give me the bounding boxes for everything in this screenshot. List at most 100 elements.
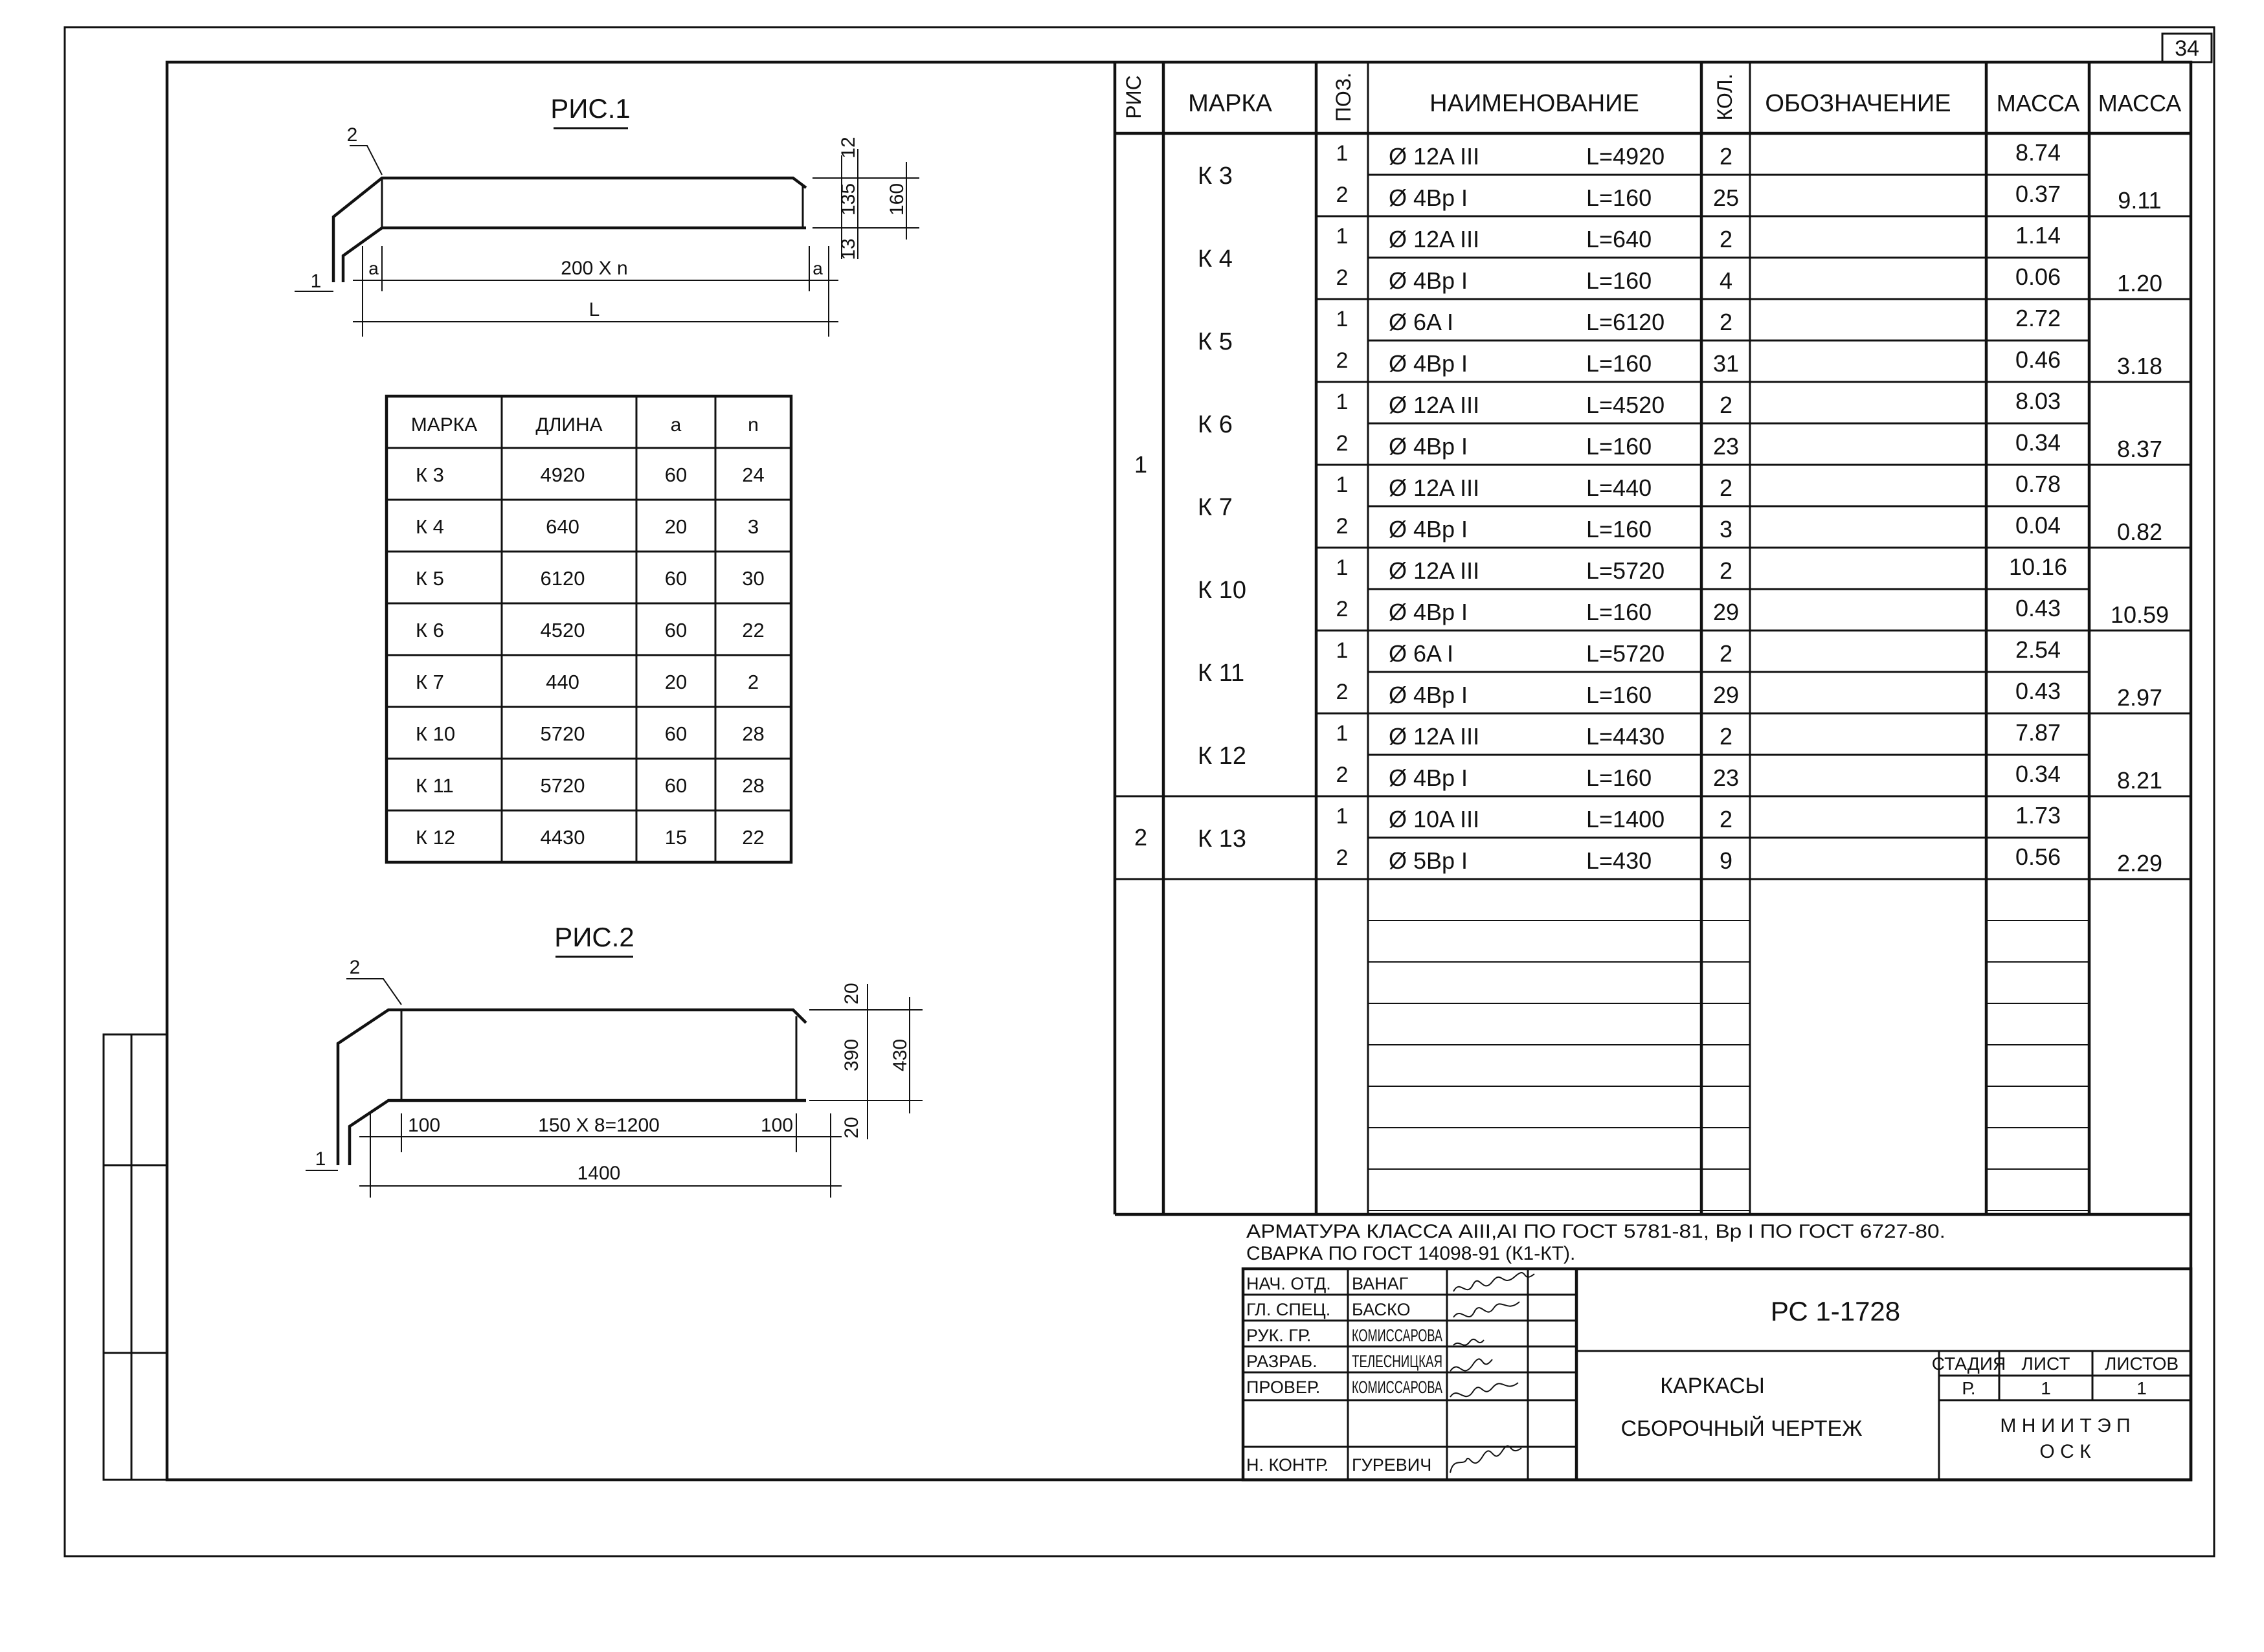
spec-marka: К 5 [1198, 328, 1233, 355]
spec-unit-mass: 1.73 [2015, 802, 2061, 829]
spec-group-total-mass: 10.59 [2111, 601, 2169, 628]
signatures [1450, 1272, 1535, 1473]
small-table-cell: 3 [748, 515, 759, 538]
spec-unit-mass: 0.56 [2015, 843, 2061, 870]
spec-unit-mass: 0.78 [2015, 471, 2061, 497]
small-table-cell: 22 [742, 619, 764, 642]
small-table-cell: 2 [748, 671, 759, 693]
spec-poz: 1 [1336, 721, 1349, 746]
spec-rebar-name: Ø 12A III [1389, 723, 1479, 750]
spec-rebar-length: L=160 [1586, 433, 1652, 460]
spec-ris-2: 2 [1134, 824, 1147, 851]
spec-unit-mass: 1.14 [2015, 222, 2061, 249]
spec-rebar-length: L=6120 [1586, 309, 1664, 335]
tb-name: ТЕЛЕСНИЦКАЯ [1352, 1352, 1442, 1371]
spec-rebar-length: L=4430 [1586, 723, 1664, 750]
sheets-label: ЛИСТОВ [2105, 1354, 2179, 1374]
small-table-cell: 22 [742, 826, 764, 849]
spec-rebar-length: L=160 [1586, 350, 1652, 377]
tb-role: РУК. ГР. [1246, 1326, 1311, 1345]
org-line-2: О С К [2039, 1441, 2091, 1462]
tb-role: ГЛ. СПЕЦ. [1246, 1300, 1330, 1319]
spec-unit-mass: 10.16 [2009, 553, 2067, 580]
small-table-cell: 28 [742, 774, 764, 797]
spec-marka: К 12 [1198, 742, 1246, 770]
small-table-cell: 60 [665, 619, 687, 642]
small-table-cell: 20 [665, 515, 687, 538]
spec-rebar-length: L=160 [1586, 599, 1652, 625]
small-table-header: n [748, 414, 759, 436]
spec-rebar-name: Ø 4Bp I [1389, 682, 1468, 708]
sheets-value: 1 [2136, 1378, 2147, 1398]
spec-poz: 2 [1336, 431, 1349, 456]
spec-header-oboz: ОБОЗНАЧЕНИЕ [1765, 90, 1951, 117]
small-table-cell: 5720 [541, 774, 585, 797]
spec-kol: 25 [1713, 184, 1739, 211]
fig1-dim-a-right: a [813, 258, 823, 278]
small-table-header: a [671, 414, 682, 436]
sheet-label: ЛИСТ [2022, 1354, 2070, 1374]
spec-unit-mass: 2.54 [2015, 636, 2061, 663]
spec-kol: 2 [1720, 640, 1732, 667]
tb-role: ПРОВЕР. [1246, 1378, 1320, 1397]
stage-label: СТАДИЯ [1932, 1354, 2006, 1374]
drawing-name-2: СБОРОЧНЫЙ ЧЕРТЕЖ [1620, 1416, 1862, 1441]
spec-rebar-name: Ø 12A III [1389, 392, 1479, 418]
spec-ris-1: 1 [1134, 451, 1147, 478]
spec-rebar-name: Ø 6A I [1389, 640, 1453, 667]
spec-kol: 23 [1713, 433, 1739, 460]
org-line-1: М Н И И Т Э П [2000, 1415, 2130, 1436]
spec-rebar-length: L=4520 [1586, 392, 1664, 418]
note-line-1: АРМАТУРА КЛАССА AIII,AI ПО ГОСТ 5781-81,… [1246, 1221, 1945, 1242]
spec-unit-mass: 0.34 [2015, 429, 2061, 456]
spec-rebar-length: L=160 [1586, 184, 1652, 211]
spec-unit-mass: 8.74 [2015, 139, 2061, 166]
spec-group-total-mass: 2.29 [2117, 850, 2162, 876]
spec-rebar-length: L=160 [1586, 267, 1652, 294]
spec-poz: 1 [1336, 638, 1349, 663]
small-table-cell: 4520 [541, 619, 585, 642]
spec-marka: К 4 [1198, 245, 1233, 273]
spec-rebar-name: Ø 12A III [1389, 557, 1479, 584]
tb-role: Н. КОНТР. [1246, 1455, 1328, 1475]
spec-group-total-mass: 8.21 [2117, 767, 2162, 794]
fig2-pos1: 1 [315, 1148, 326, 1170]
spec-poz: 2 [1336, 845, 1349, 870]
spec-unit-mass: 8.03 [2015, 388, 2061, 414]
small-table-header: ДЛИНА [535, 414, 602, 436]
spec-unit-mass: 0.37 [2015, 181, 2061, 207]
small-table-cell: К 3 [416, 463, 444, 486]
fig2-dim-20-bottom: 20 [841, 1117, 862, 1138]
spec-header-poz: ПОЗ. [1332, 73, 1355, 122]
spec-unit-mass: 0.43 [2015, 678, 2061, 704]
fig2-dim-step: 150 X 8=1200 [538, 1115, 660, 1136]
spec-rebar-length: L=160 [1586, 765, 1652, 791]
small-table-cell: 6120 [541, 567, 585, 590]
spec-kol: 3 [1720, 516, 1732, 542]
spec-rebar-length: L=160 [1586, 516, 1652, 542]
spec-header-name: НАИМЕНОВАНИЕ [1429, 90, 1639, 117]
tb-name: КОМИССАРОВА [1352, 1378, 1442, 1397]
tb-name: КОМИССАРОВА [1352, 1326, 1442, 1345]
spec-poz: 1 [1336, 473, 1349, 497]
fig2-dim-430: 430 [890, 1039, 911, 1071]
tb-name: БАСКО [1352, 1300, 1410, 1319]
spec-marka: К 3 [1198, 162, 1233, 190]
small-table-cell: 4920 [541, 463, 585, 486]
spec-marka: К 6 [1198, 411, 1233, 438]
sheet-number: 34 [2175, 36, 2199, 61]
spec-poz: 1 [1336, 390, 1349, 414]
small-table-cell: 440 [546, 671, 579, 693]
spec-marka: К 7 [1198, 494, 1233, 521]
spec-marka: К 10 [1198, 577, 1246, 604]
spec-header-massa-total: МАССА [2098, 90, 2181, 117]
spec-rebar-length: L=160 [1586, 682, 1652, 708]
spec-kol: 2 [1720, 723, 1732, 750]
fig1-dim-a-left: a [368, 258, 379, 278]
fig1-dim-13: 13 [838, 238, 859, 260]
spec-kol: 9 [1720, 847, 1732, 874]
spec-rebar-name: Ø 4Bp I [1389, 433, 1468, 460]
fig2-pos2: 2 [350, 957, 361, 978]
spec-rebar-name: Ø 12A III [1389, 143, 1479, 170]
